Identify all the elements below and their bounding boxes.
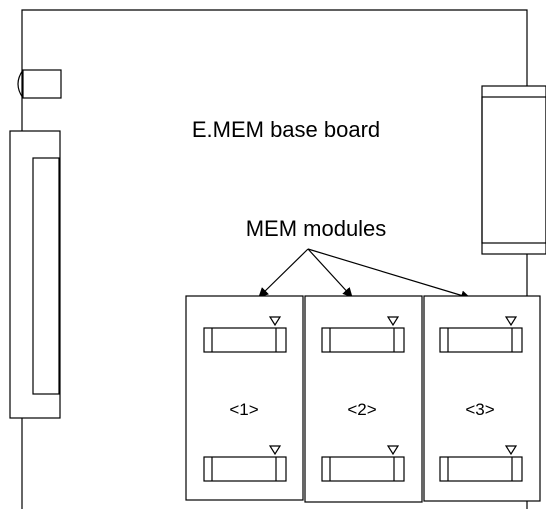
board-title: E.MEM base board (192, 117, 380, 142)
mem-module-3: <3> (423, 295, 541, 502)
module-2-top-marker (386, 316, 400, 327)
module-2-top-socket (321, 316, 405, 353)
arrow-to-module-2 (307, 248, 353, 298)
module-1-top-socket (203, 316, 287, 353)
module-3-bottom-marker (504, 445, 518, 456)
right-connector (481, 85, 546, 255)
module-3-top-socket (439, 316, 523, 353)
mem-module-2: <2> (304, 295, 423, 503)
arrow-to-module-1 (258, 248, 309, 298)
modules-label: MEM modules (246, 216, 387, 241)
left-connector (9, 130, 61, 419)
module-3-bottom-socket (439, 445, 523, 482)
left-tab (17, 69, 62, 99)
module-1-bottom-socket (203, 445, 287, 482)
module-label-2: <2> (347, 400, 376, 419)
module-2-bottom-socket (321, 445, 405, 482)
module-2-bottom-marker (386, 445, 400, 456)
module-3-top-marker (504, 316, 518, 327)
module-label-3: <3> (465, 400, 494, 419)
module-1-bottom-marker (268, 445, 282, 456)
module-1-top-marker (268, 316, 282, 327)
mem-module-1: <1> (185, 295, 304, 501)
module-arrows (258, 248, 471, 301)
arrow-to-module-3 (307, 248, 471, 301)
module-label-1: <1> (229, 400, 258, 419)
